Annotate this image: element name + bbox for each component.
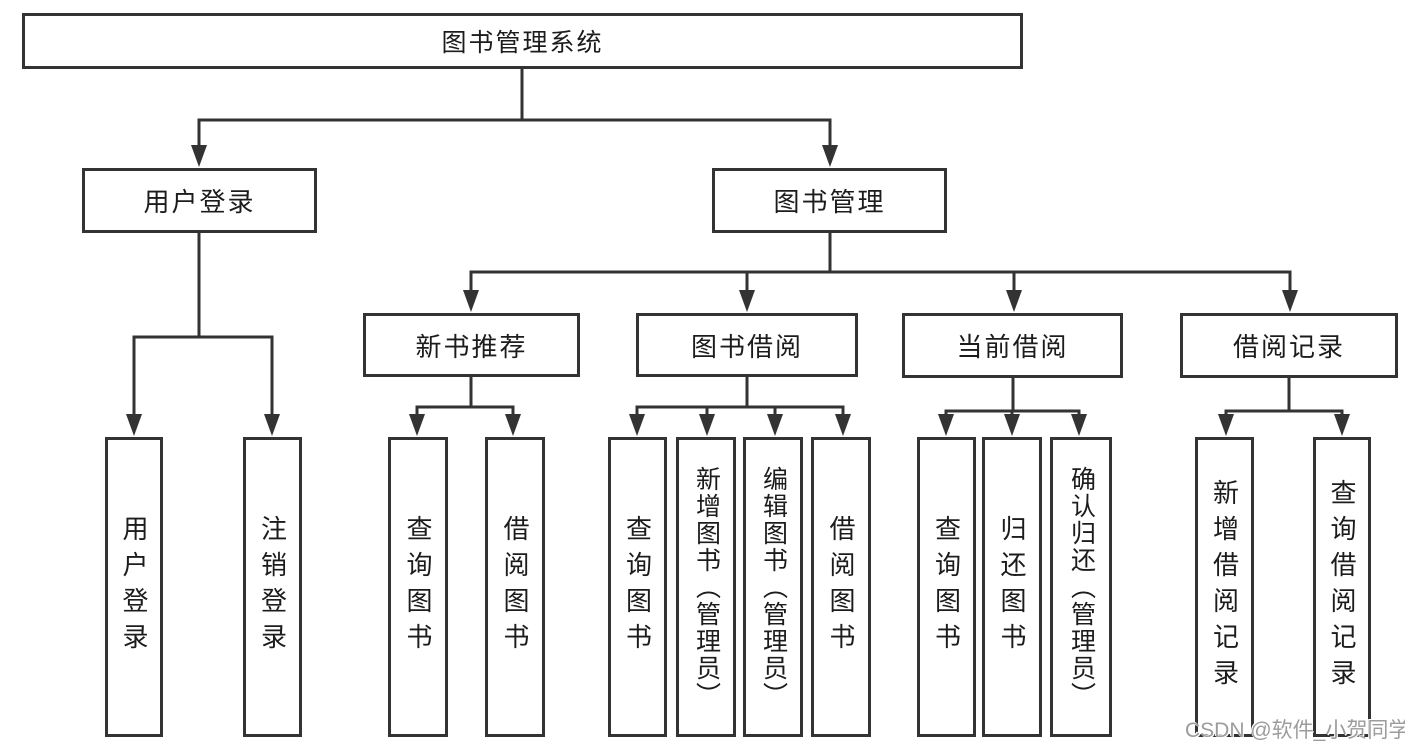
leaf-query-books-current: 查询图书 — [917, 437, 976, 737]
node-new-book-recommend-label: 新书推荐 — [415, 331, 528, 362]
leaf-edit-books-admin-label: 编辑图书（管理员） — [759, 465, 788, 709]
leaf-query-books-recommend: 查询图书 — [388, 437, 448, 737]
leaf-user-login-label: 用户登录 — [119, 515, 149, 659]
node-user-login: 用户登录 — [82, 168, 317, 233]
node-root-label: 图书管理系统 — [441, 29, 604, 57]
leaf-confirm-return-admin-label: 确认归还（管理员） — [1067, 465, 1096, 709]
leaf-borrow-books-recommend-label: 借阅图书 — [500, 515, 530, 659]
leaf-query-books-current-label: 查询图书 — [931, 515, 962, 659]
leaf-add-books-admin: 新增图书（管理员） — [676, 437, 736, 737]
node-current-borrow: 当前借阅 — [902, 313, 1123, 378]
node-root-system: 图书管理系统 — [22, 13, 1023, 69]
leaf-add-borrow-record-label: 新增借阅记录 — [1209, 479, 1240, 695]
leaf-edit-books-admin: 编辑图书（管理员） — [743, 437, 803, 737]
node-book-management: 图书管理 — [712, 168, 947, 233]
leaf-logout-label: 注销登录 — [257, 515, 288, 659]
leaf-query-borrow-record: 查询借阅记录 — [1313, 437, 1371, 737]
node-book-borrow: 图书借阅 — [636, 313, 858, 377]
node-book-borrow-label: 图书借阅 — [690, 331, 803, 362]
leaf-borrow-books: 借阅图书 — [811, 437, 871, 737]
leaf-add-borrow-record: 新增借阅记录 — [1195, 437, 1254, 737]
node-borrow-records-label: 借阅记录 — [1232, 332, 1345, 362]
leaf-user-login: 用户登录 — [105, 437, 163, 737]
leaf-logout: 注销登录 — [243, 437, 302, 737]
node-user-login-label: 用户登录 — [143, 187, 256, 217]
node-book-management-label: 图书管理 — [773, 187, 886, 217]
leaf-query-books-borrow: 查询图书 — [608, 437, 667, 737]
node-new-book-recommend: 新书推荐 — [363, 313, 580, 377]
leaf-query-books-recommend-label: 查询图书 — [403, 515, 433, 659]
leaf-borrow-books-recommend: 借阅图书 — [485, 437, 545, 737]
leaf-borrow-books-label: 借阅图书 — [826, 515, 856, 659]
node-current-borrow-label: 当前借阅 — [956, 332, 1069, 362]
csdn-watermark: CSDN @软件_小贺同学 — [1185, 719, 1405, 742]
leaf-return-books: 归还图书 — [982, 437, 1042, 737]
leaf-query-books-borrow-label: 查询图书 — [622, 515, 653, 659]
leaf-confirm-return-admin: 确认归还（管理员） — [1050, 437, 1112, 737]
leaf-query-borrow-record-label: 查询借阅记录 — [1327, 479, 1357, 695]
node-borrow-records: 借阅记录 — [1180, 313, 1398, 378]
leaf-add-books-admin-label: 新增图书（管理员） — [692, 465, 721, 709]
leaf-return-books-label: 归还图书 — [997, 515, 1027, 659]
